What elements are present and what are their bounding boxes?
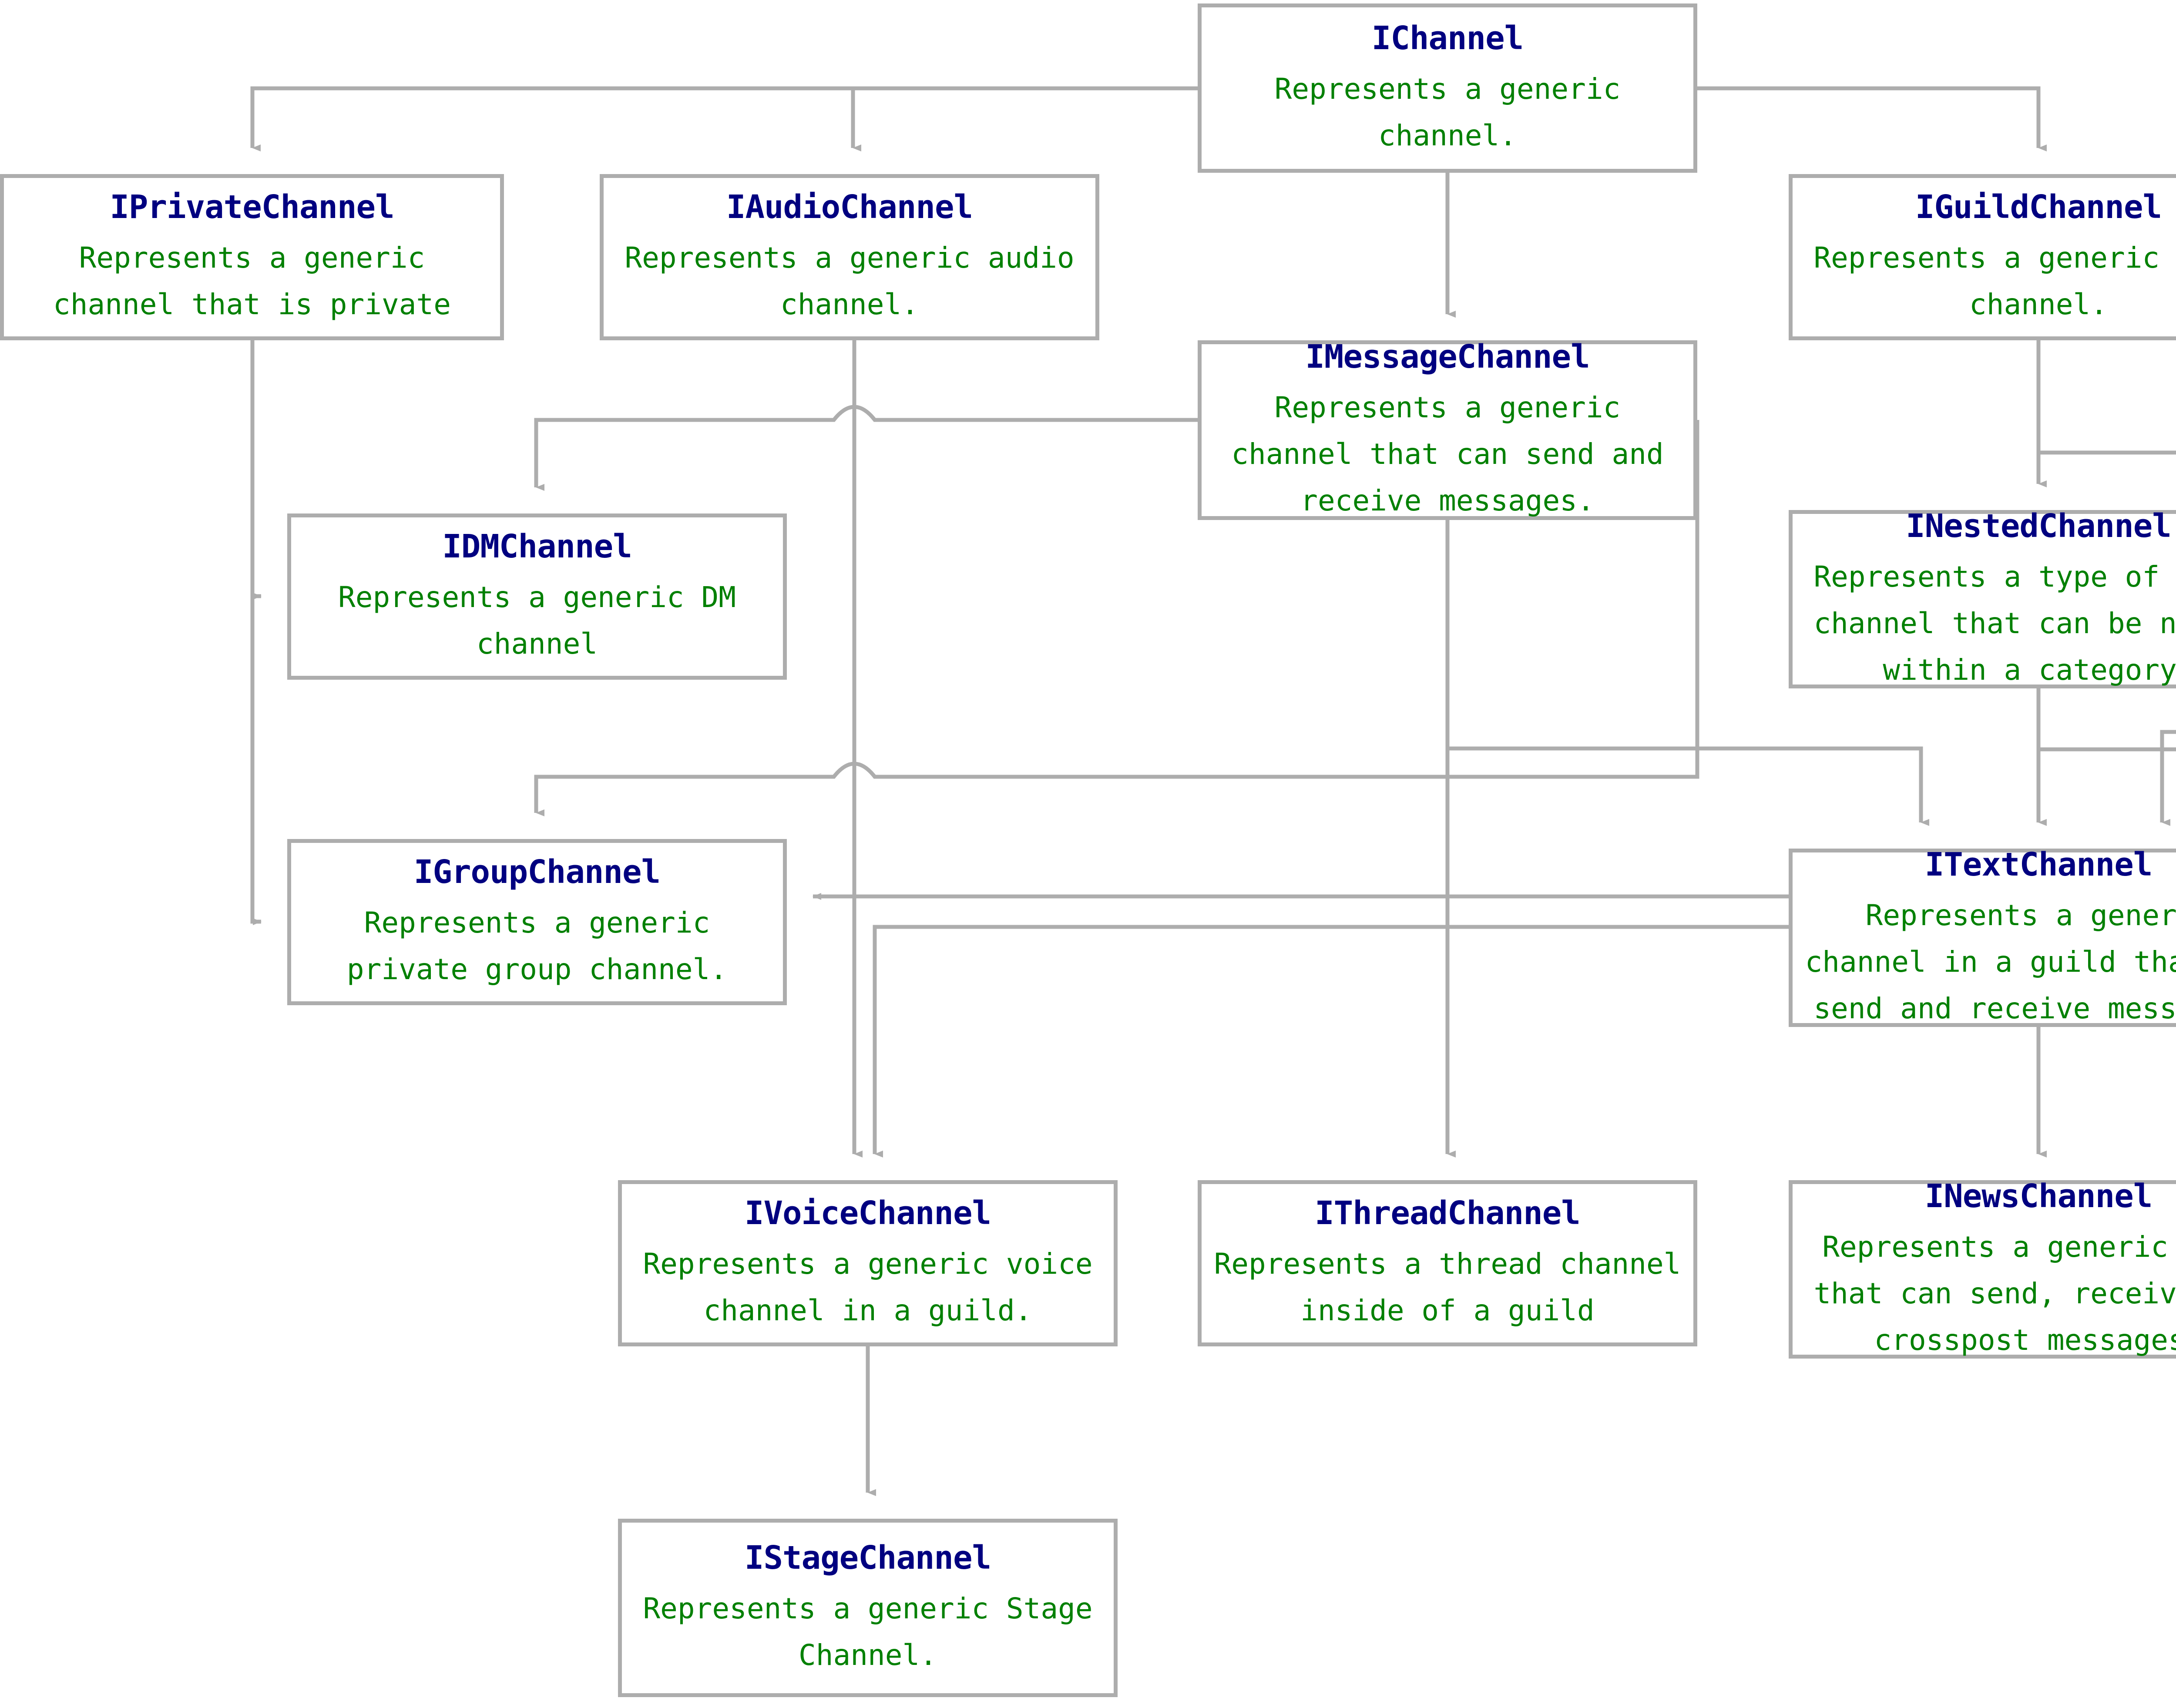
- edge-iintegrationchannel-itextchannel: [2160, 730, 2176, 826]
- node-title: IStageChannel: [744, 1539, 991, 1577]
- node-title: INestedChannel: [1906, 507, 2172, 545]
- edge-iguildchannel-iintegrationchannel: [2036, 340, 2176, 455]
- node-inestedchannel[interactable]: INestedChannel Represents a type of guil…: [1789, 507, 2176, 688]
- node-title: IThreadChannel: [1315, 1195, 1581, 1232]
- node-inewschannel[interactable]: INewsChannel Represents a generic news t…: [1789, 1178, 2176, 1359]
- node-description: Represents a type of guild channel that …: [1813, 560, 2176, 687]
- node-description: Represents a generic channel.: [1274, 72, 1621, 152]
- node-title: IAudioChannel: [726, 188, 973, 226]
- node-title: IGroupChannel: [413, 853, 661, 891]
- edge-itextchannel-ivoicechannel: [873, 925, 1789, 1158]
- node-title: IGuildChannel: [1915, 188, 2162, 226]
- node-title: IDMChannel: [442, 528, 632, 565]
- node-title: IVoiceChannel: [744, 1195, 991, 1232]
- edge-iprivatechannel-igroupchannel: [250, 340, 262, 925]
- node-description: Represents a generic channel in a guild …: [1805, 898, 2176, 1025]
- edge-ichannel-iaudiochannel: [851, 86, 1198, 151]
- edge-ichannel-iguildchannel: [1697, 86, 2047, 151]
- node-title: INewsChannel: [1924, 1177, 2153, 1215]
- node-description: Represents a thread channel inside of a …: [1214, 1247, 1681, 1328]
- node-iaudiochannel[interactable]: IAudioChannel Represents a generic audio…: [600, 174, 1099, 340]
- node-iprivatechannel[interactable]: IPrivateChannel Represents a generic cha…: [0, 174, 504, 340]
- node-igroupchannel[interactable]: IGroupChannel Represents a generic priva…: [287, 839, 787, 1005]
- node-itextchannel[interactable]: ITextChannel Represents a generic channe…: [1789, 846, 2176, 1027]
- node-title: IPrivateChannel: [110, 188, 394, 226]
- node-title: IMessageChannel: [1305, 338, 1590, 376]
- node-title: IChannel: [1371, 19, 1524, 57]
- node-ivoicechannel[interactable]: IVoiceChannel Represents a generic voice…: [618, 1180, 1118, 1346]
- node-description: Represents a generic private group chann…: [346, 906, 728, 987]
- node-ichannel[interactable]: IChannel Represents a generic channel.: [1198, 3, 1697, 173]
- node-idmchannel[interactable]: IDMChannel Represents a generic DM chann…: [287, 513, 787, 680]
- node-description: Represents a generic DM channel: [338, 581, 736, 661]
- node-imessagechannel[interactable]: IMessageChannel Represents a generic cha…: [1198, 338, 1697, 520]
- edge-inestedchannel-iforumchannel: [2036, 688, 2176, 752]
- edge-ichannel-iprivatechannel: [250, 86, 1198, 151]
- node-description: Represents a generic guild channel.: [1813, 241, 2160, 322]
- node-description: Represents a generic channel that can se…: [1231, 391, 1664, 518]
- node-ithreadchannel[interactable]: IThreadChannel Represents a thread chann…: [1198, 1180, 1697, 1346]
- node-title: ITextChannel: [1924, 846, 2153, 883]
- node-description: Represents a generic Stage Channel.: [643, 1592, 1093, 1672]
- node-description: Represents a generic voice channel in a …: [643, 1247, 1093, 1328]
- node-iguildchannel[interactable]: IGuildChannel Represents a generic guild…: [1789, 174, 2176, 340]
- node-istagechannel[interactable]: IStageChannel Represents a generic Stage…: [618, 1519, 1118, 1697]
- node-description: Represents a generic channel that is pri…: [53, 241, 451, 322]
- edge-iprivatechannel-idmchannel: [250, 340, 262, 600]
- node-description: Represents a generic audio channel.: [625, 241, 1075, 322]
- node-description: Represents a generic news that can send,…: [1813, 1230, 2176, 1357]
- edge-imessagechannel-idmchannel: [534, 405, 1198, 491]
